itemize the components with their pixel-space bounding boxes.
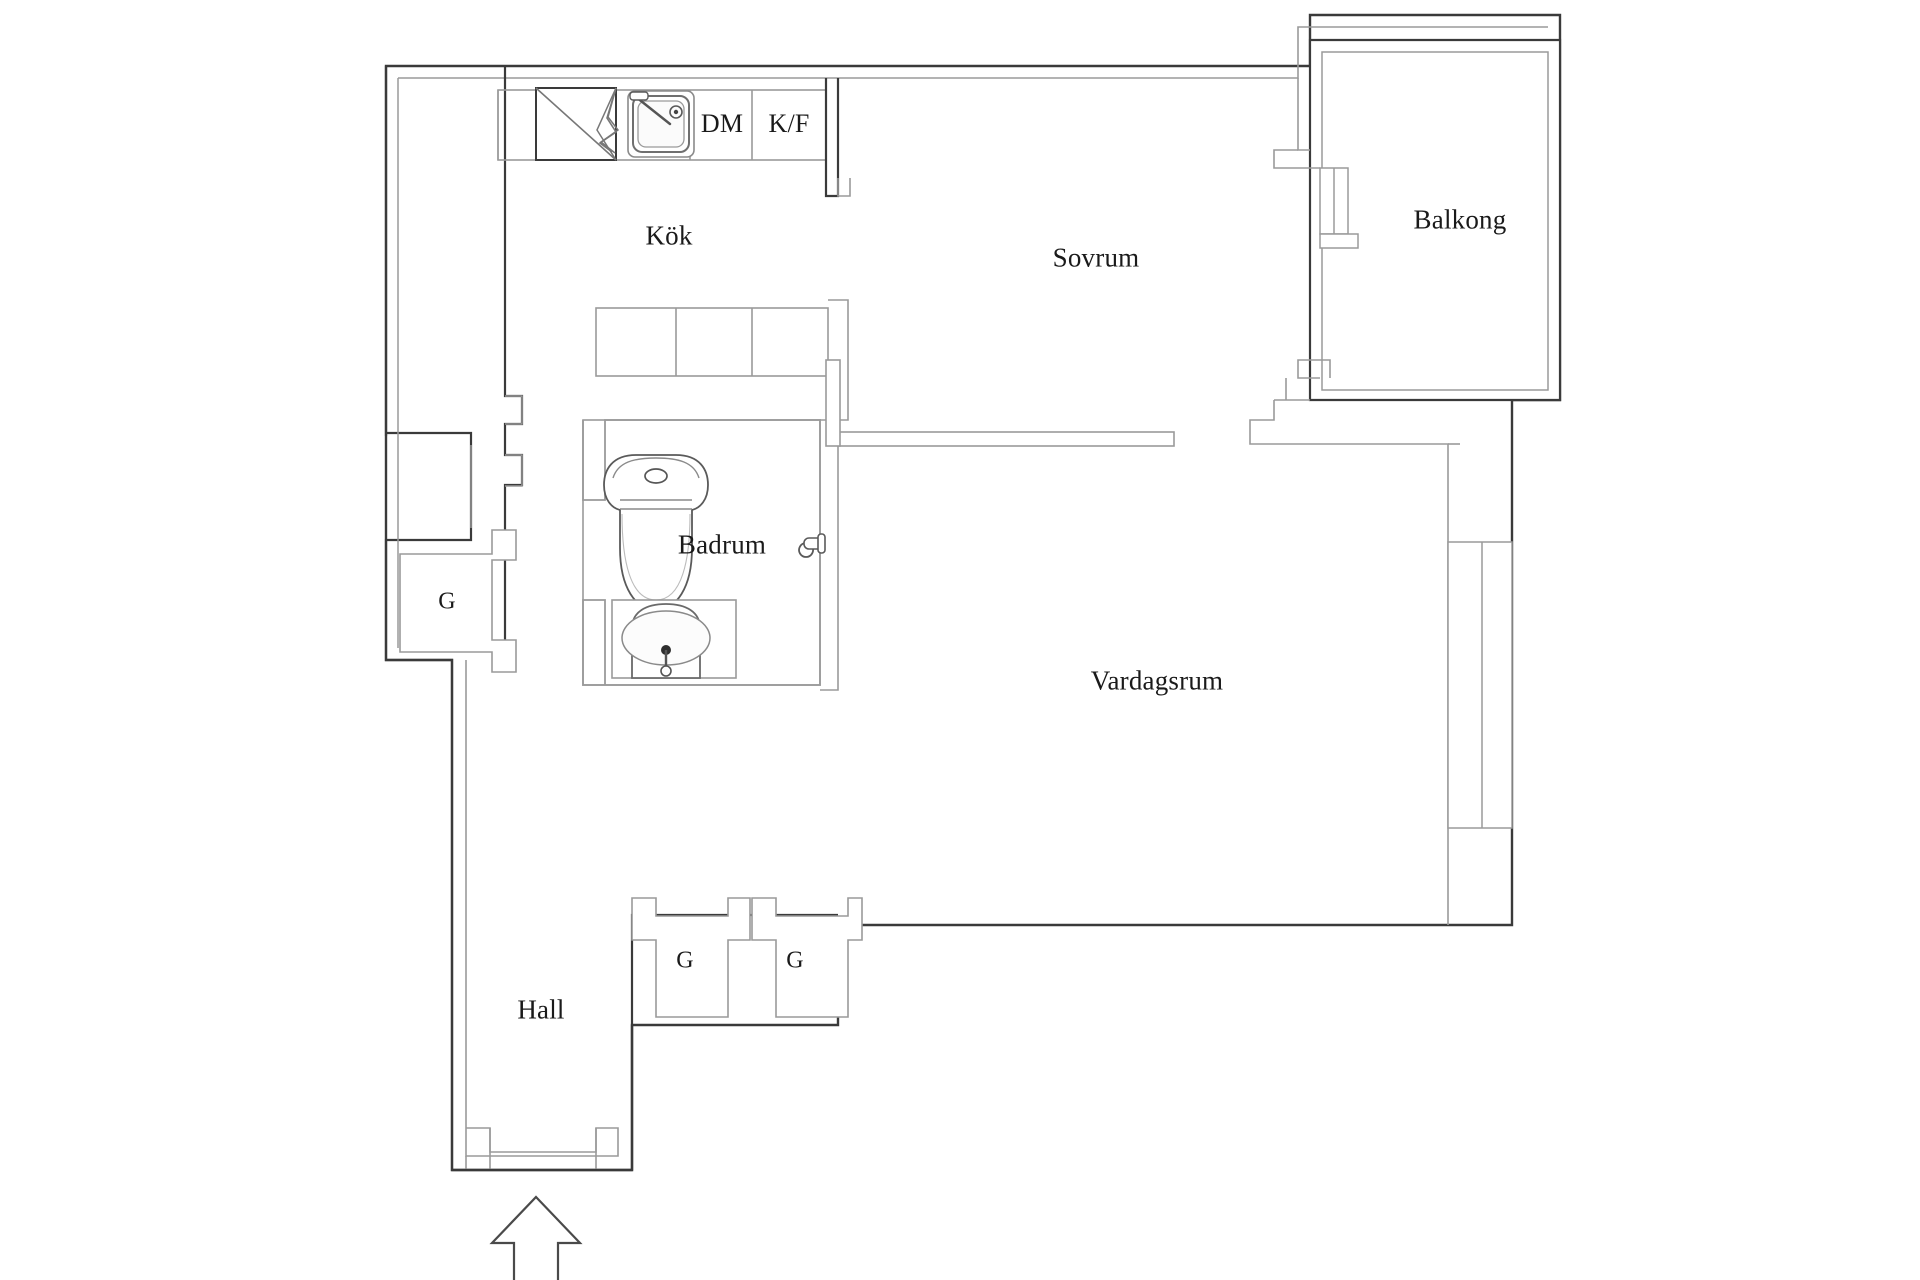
entrance-arrow-icon (489, 1195, 583, 1280)
room-label-balkong: Balkong (1413, 204, 1507, 235)
closet-label-g-hall-left: G (676, 947, 694, 974)
room-label-sovrum: Sovrum (1052, 242, 1140, 273)
kitchen-sink-icon (627, 90, 695, 158)
appliance-label-dm: DM (700, 109, 744, 138)
hall-walls (465, 660, 619, 1170)
closet-label-g-hall-right: G (786, 947, 804, 974)
room-label-badrum: Badrum (677, 529, 767, 560)
balcony-wall-step-bottom (1274, 359, 1331, 401)
balcony-wall-step-top (1273, 78, 1320, 169)
hall-closet-right (751, 897, 863, 1018)
living-room-right-wall (1249, 400, 1460, 925)
balcony-structure (1308, 38, 1562, 402)
closet-label-g-left: G (438, 588, 456, 615)
balcony-door-icon (1319, 167, 1359, 249)
door-handle-icon (798, 533, 826, 558)
living-room-wardrobe (1447, 541, 1513, 829)
misc-detail-lines (397, 78, 523, 648)
room-label-kok: Kök (645, 220, 693, 251)
stove-hob-icon (535, 87, 620, 161)
room-label-vardagsrum: Vardagsrum (1090, 665, 1224, 696)
left-closet-g (399, 529, 517, 673)
washbasin-icon (611, 599, 737, 679)
bedroom-partitions (825, 178, 1175, 447)
hall-closet-left (631, 897, 751, 1018)
wardrobe-row-bathroom-top (595, 307, 829, 377)
left-wall-notches (384, 434, 388, 436)
kitchen-wall-stub (824, 78, 840, 198)
appliance-label-kf: K/F (768, 109, 810, 138)
room-label-hall: Hall (517, 994, 565, 1025)
outer-walls-inner-face (398, 26, 1548, 79)
bathroom-right-wall (820, 419, 839, 691)
